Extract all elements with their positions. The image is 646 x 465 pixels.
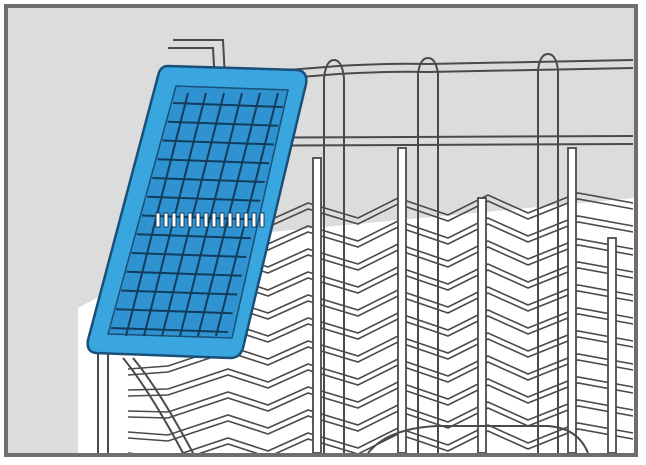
illustration-frame <box>4 4 638 457</box>
rack-handles <box>323 52 559 453</box>
dishwasher-rack-illustration <box>8 8 634 453</box>
rack-wire-line <box>127 353 634 391</box>
basket-slot <box>167 120 279 127</box>
basket-slot <box>110 327 229 333</box>
comb-tooth <box>211 212 217 228</box>
basket-slot <box>131 252 247 258</box>
rack-vertical-posts <box>312 147 617 453</box>
basket-slots <box>110 92 284 337</box>
basket-slot <box>136 233 251 240</box>
basket-slot <box>152 177 265 183</box>
basket-slot <box>157 158 270 165</box>
rack-post <box>312 157 322 453</box>
basket-inner <box>107 85 289 339</box>
basket-rib <box>161 92 225 337</box>
cutlery-basket-icon <box>86 64 308 360</box>
rack-wire-line <box>127 405 634 442</box>
basket-slot <box>147 195 261 202</box>
basket-slot <box>116 308 233 315</box>
comb-tooth <box>235 212 241 228</box>
basket-slot <box>121 289 238 296</box>
rack-wire-line <box>127 376 634 413</box>
comb-tooth <box>251 212 257 228</box>
comb-tooth <box>155 212 161 228</box>
rack-bottom-wire <box>367 425 589 453</box>
comb-tooth <box>163 212 169 228</box>
rack-post <box>567 147 577 453</box>
comb-tooth <box>203 212 209 228</box>
basket-slot <box>126 270 242 277</box>
comb-tooth <box>259 212 265 228</box>
basket-divider-comb <box>155 212 265 228</box>
rack-wire-line <box>128 422 634 453</box>
rack-post <box>477 197 487 453</box>
comb-tooth <box>187 212 193 228</box>
comb-tooth <box>227 212 233 228</box>
rack-post <box>607 237 617 453</box>
comb-tooth <box>171 212 177 228</box>
comb-tooth <box>219 212 225 228</box>
rack-wire-line <box>127 382 634 419</box>
comb-tooth <box>195 212 201 228</box>
comb-tooth <box>179 212 185 228</box>
comb-tooth <box>243 212 249 228</box>
rack-wire-line <box>127 399 634 436</box>
basket-slot <box>162 139 274 146</box>
basket-rib <box>179 92 243 337</box>
basket-slot <box>172 102 284 108</box>
rack-post <box>397 147 407 453</box>
rack-wire-line <box>127 359 634 397</box>
